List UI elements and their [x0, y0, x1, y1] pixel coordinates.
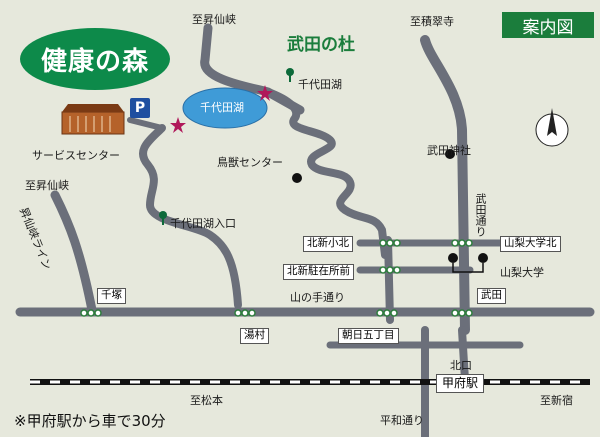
star-marker-1: [257, 85, 273, 101]
road-takeda-dori: [420, 35, 470, 335]
road-service: [127, 117, 165, 131]
traffic-signals: [80, 239, 473, 317]
road-entrance: [139, 124, 242, 309]
label-yamanashi-univ: 山梨大学: [500, 266, 544, 279]
road-kitaguchi: [458, 326, 469, 384]
box-yamanashi-kita: 山梨大学北: [500, 236, 561, 252]
label-yamanote-dori: 山の手通り: [290, 291, 345, 304]
label-kitaguchi: 北口: [450, 359, 472, 372]
box-kitashinko-kita: 北新小北: [303, 236, 353, 252]
road-winding: [264, 88, 389, 259]
label-shinjuku: 至新宿: [540, 394, 573, 407]
legend-label: 案内図: [502, 12, 594, 38]
box-kitashin-chuzaisho: 北新駐在所前: [283, 264, 354, 280]
parking-icon: P: [130, 98, 150, 118]
tree-pin-icons: [159, 68, 294, 225]
road-shoshenkyo-line: [50, 190, 97, 315]
compass-north-icon: [535, 108, 569, 147]
label-sekisuiji: 至積翠寺: [410, 15, 454, 28]
box-takeda: 武田: [477, 288, 506, 304]
forest-name: 武田の杜: [287, 35, 355, 55]
label-shoshenkyo-left: 至昇仙峡: [25, 179, 69, 192]
box-asahi: 朝日五丁目: [338, 328, 399, 344]
label-choju-center: 鳥獣センター: [217, 156, 283, 169]
star-marker-2: [170, 117, 186, 133]
label-lake-pin: 千代田湖: [298, 78, 342, 91]
box-senge: 千塚: [97, 288, 126, 304]
poi-dots: [292, 149, 488, 263]
label-takeda-shrine: 武田神社: [427, 144, 471, 157]
label-heiwa-dori: 平和通り: [380, 414, 424, 427]
label-lake-water: 千代田湖: [200, 101, 244, 114]
road-kitashin: [384, 236, 394, 324]
service-building-icon: [61, 104, 125, 135]
box-kofu-station: 甲府駅: [436, 374, 485, 394]
chiyoda-lake: [182, 87, 268, 129]
access-note: ※甲府駅から車で30分: [14, 412, 166, 430]
label-service-center: サービスセンター: [32, 149, 120, 162]
label-matsumoto: 至松本: [190, 394, 223, 407]
box-yumura: 湯村: [240, 328, 269, 344]
label-chiyoda-entrance: 千代田湖入口: [170, 217, 236, 230]
label-takeda-dori: 武田通り: [474, 193, 487, 237]
star-markers: [170, 85, 273, 133]
map-title: 健康の森: [20, 28, 170, 90]
label-shoshenkyo-top: 至昇仙峡: [192, 13, 236, 26]
